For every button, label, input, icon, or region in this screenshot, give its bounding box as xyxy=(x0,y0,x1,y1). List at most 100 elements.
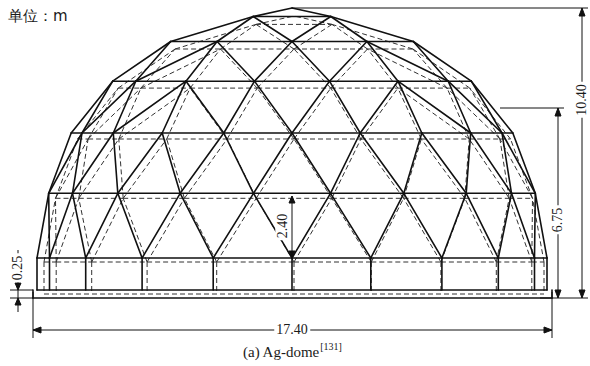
diagonal-member xyxy=(73,133,83,193)
diagonal-member xyxy=(254,133,293,193)
ring-member xyxy=(162,132,224,134)
ring-member xyxy=(535,257,548,259)
diagonal-member xyxy=(404,193,442,258)
ring-member xyxy=(186,80,255,82)
wall-post xyxy=(36,258,38,290)
ring-member xyxy=(37,257,50,259)
dimension-value: 2.40 xyxy=(275,212,290,241)
top-member xyxy=(292,8,331,17)
diagonal-member xyxy=(509,198,532,262)
dimension-value: 10.40 xyxy=(574,82,589,118)
diagonal-member xyxy=(469,139,509,198)
diagonal-member xyxy=(142,193,180,258)
diagonal-member xyxy=(360,133,404,193)
ring-member xyxy=(422,132,471,134)
diagonal-member xyxy=(48,193,50,258)
diagonal-member xyxy=(294,139,332,198)
diagonal-member xyxy=(118,133,162,193)
diagonal-member xyxy=(330,81,361,133)
diagonal-member xyxy=(398,81,471,133)
ring-member xyxy=(217,262,294,263)
diagonal-member xyxy=(136,42,217,82)
ring-member xyxy=(167,139,227,140)
wall-post xyxy=(534,258,536,290)
ring-member xyxy=(404,193,466,195)
diagonal-member xyxy=(398,88,469,139)
ring-member xyxy=(118,193,180,195)
ring-member xyxy=(442,257,498,259)
diagonal-member xyxy=(224,133,254,193)
diagonal-member xyxy=(292,193,331,258)
diagonal-member xyxy=(141,49,221,88)
ring-member xyxy=(56,198,79,199)
wall-sill xyxy=(44,294,544,295)
ring-member xyxy=(221,49,295,50)
ring-member xyxy=(471,132,502,134)
diagonal-member xyxy=(534,193,536,258)
wall-post xyxy=(85,258,87,290)
diagonal-member xyxy=(513,133,536,193)
diagonal-member xyxy=(471,81,513,133)
diagonal-member xyxy=(332,198,372,262)
ring-member xyxy=(332,198,404,199)
diagonal-member xyxy=(294,198,332,262)
ring-member xyxy=(71,132,82,134)
diagonal-member xyxy=(371,193,404,258)
wall-post xyxy=(441,258,443,290)
wall-post xyxy=(212,258,214,290)
diagonal-member xyxy=(331,17,367,42)
diagonal-member xyxy=(422,133,466,193)
ring-member xyxy=(532,262,544,263)
diagonal-member xyxy=(71,81,113,133)
diagonal-member xyxy=(512,193,535,258)
ring-member xyxy=(404,198,465,199)
dome-frame xyxy=(33,8,552,298)
ring-member xyxy=(360,132,422,134)
ring-member xyxy=(50,257,86,259)
ring-member xyxy=(213,257,292,259)
diagonal-member xyxy=(123,139,167,198)
diagonal-member xyxy=(404,198,441,262)
diagonal-member xyxy=(190,49,220,88)
ring-member xyxy=(227,139,294,140)
ring-member xyxy=(49,193,73,195)
diagonal-member xyxy=(466,133,471,193)
ring-member xyxy=(73,193,118,195)
ring-member xyxy=(371,262,441,263)
wall-post xyxy=(49,258,51,290)
wall-post xyxy=(546,258,548,290)
ring-member xyxy=(398,80,448,82)
diagonal-member xyxy=(92,198,124,262)
ring-member xyxy=(502,132,513,134)
diagonal-member xyxy=(332,24,368,49)
ring-member xyxy=(292,132,360,134)
diagonal-member xyxy=(257,49,294,88)
diagonal-member xyxy=(255,81,293,133)
deformed-shape xyxy=(44,16,544,294)
diagonal-member xyxy=(292,17,331,42)
ground-line xyxy=(33,297,552,299)
diagonal-member xyxy=(224,81,255,133)
diagonal-member xyxy=(180,193,213,258)
diagonal-member xyxy=(331,49,368,88)
diagonal-member xyxy=(113,81,186,133)
diagonal-member xyxy=(368,49,448,88)
diagonal-member xyxy=(257,88,294,139)
ring-member xyxy=(79,198,123,199)
ring-member xyxy=(367,41,413,43)
diagonal-member xyxy=(37,193,49,258)
ring-member xyxy=(142,257,213,259)
diagonal-member xyxy=(49,133,71,193)
ring-member xyxy=(257,88,331,89)
diagonal-member xyxy=(184,198,216,262)
diagonal-member xyxy=(73,133,114,193)
diagonal-member xyxy=(367,42,398,82)
ring-member xyxy=(123,198,184,199)
ring-member xyxy=(254,193,331,195)
ring-member xyxy=(466,193,511,195)
ring-member xyxy=(371,257,442,259)
diagonal-member xyxy=(292,133,331,193)
diagonal-member xyxy=(442,193,466,258)
diagonal-member xyxy=(448,81,502,133)
ring-member xyxy=(496,262,532,263)
